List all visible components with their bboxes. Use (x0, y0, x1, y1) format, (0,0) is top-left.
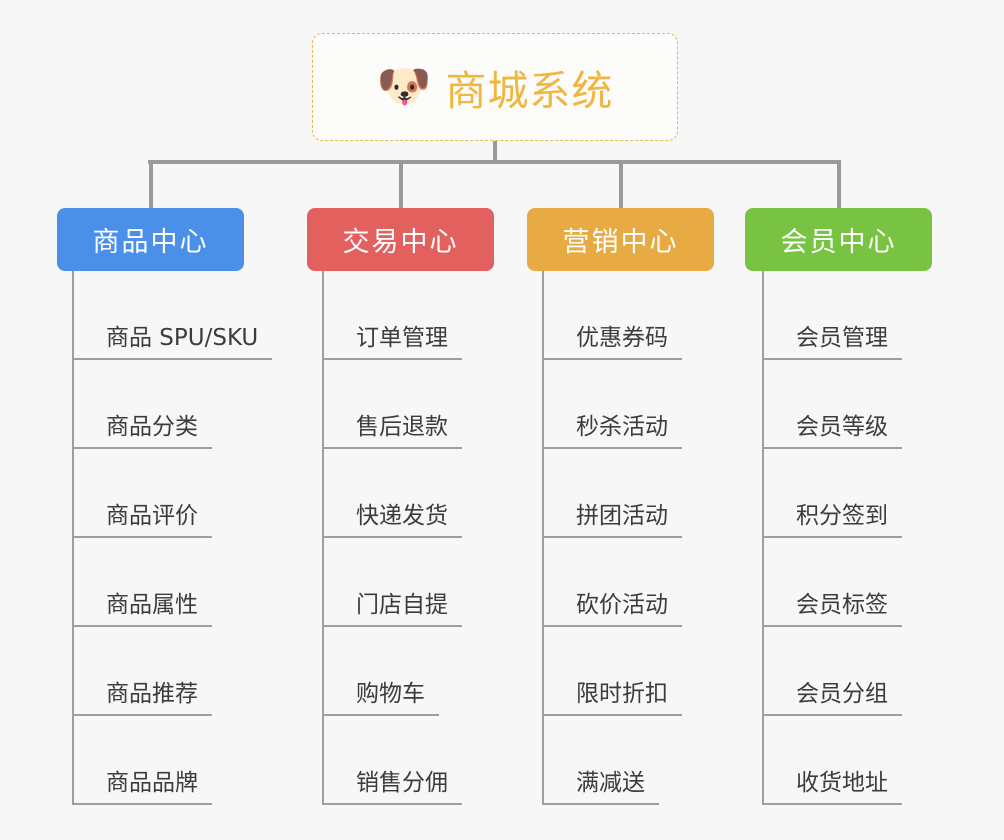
leaf-item[interactable]: 售后退款 (322, 360, 462, 449)
category-label: 商品中心 (92, 227, 209, 258)
category-label: 会员中心 (780, 227, 897, 258)
root-node[interactable]: 🐶 商城系统 (312, 33, 678, 141)
leaf-item[interactable]: 优惠券码 (542, 271, 682, 360)
horizontal-bus-connector (148, 160, 840, 164)
leaf-item[interactable]: 门店自提 (322, 538, 462, 627)
root-stem-connector (493, 141, 497, 163)
leaf-item[interactable]: 销售分佣 (322, 716, 462, 805)
leaf-item[interactable]: 快递发货 (322, 449, 462, 538)
shiba-dog-face-icon: 🐶 (376, 62, 432, 111)
leaf-item-label: 售后退款 (322, 407, 462, 449)
leaf-item[interactable]: 限时折扣 (542, 627, 682, 716)
leaf-trunk-line (322, 271, 324, 805)
branch-drop-connector-3 (618, 160, 623, 208)
leaf-item[interactable]: 满减送 (542, 716, 659, 805)
branch-drop-connector-4 (836, 160, 841, 208)
leaf-item-label: 满减送 (542, 763, 659, 805)
leaf-item[interactable]: 砍价活动 (542, 538, 682, 627)
leaf-trunk-line (762, 271, 764, 805)
leaf-item-label: 商品 SPU/SKU (72, 318, 273, 360)
category-box-2[interactable]: 交易中心 (307, 208, 494, 271)
leaf-item-label: 销售分佣 (322, 763, 462, 805)
category-box-3[interactable]: 营销中心 (527, 208, 714, 271)
leaf-item-label: 商品分类 (72, 407, 212, 449)
leaf-item[interactable]: 拼团活动 (542, 449, 682, 538)
leaf-item-label: 会员管理 (762, 318, 902, 360)
leaf-item-label: 商品评价 (72, 496, 212, 538)
leaf-item-label: 商品推荐 (72, 674, 212, 716)
leaf-item-label: 订单管理 (322, 318, 462, 360)
leaf-item[interactable]: 购物车 (322, 627, 439, 716)
leaf-item[interactable]: 商品品牌 (72, 716, 212, 805)
leaf-item[interactable]: 商品属性 (72, 538, 212, 627)
leaf-item-label: 商品属性 (72, 585, 212, 627)
leaf-item[interactable]: 商品 SPU/SKU (72, 271, 273, 360)
leaf-item[interactable]: 会员等级 (762, 360, 902, 449)
leaf-item[interactable]: 会员管理 (762, 271, 902, 360)
leaf-trunk-line (72, 271, 74, 805)
leaf-item-label: 会员等级 (762, 407, 902, 449)
leaf-item-label: 收货地址 (762, 763, 902, 805)
category-box-1[interactable]: 商品中心 (57, 208, 244, 271)
leaf-item-label: 购物车 (322, 674, 439, 716)
leaf-trunk-line (542, 271, 544, 805)
leaf-item-label: 优惠券码 (542, 318, 682, 360)
leaf-item-label: 积分签到 (762, 496, 902, 538)
leaf-item-label: 秒杀活动 (542, 407, 682, 449)
branch-drop-connector-2 (398, 160, 403, 208)
leaf-item[interactable]: 积分签到 (762, 449, 902, 538)
category-label: 营销中心 (562, 227, 679, 258)
leaf-item[interactable]: 商品评价 (72, 449, 212, 538)
leaf-item[interactable]: 收货地址 (762, 716, 902, 805)
leaf-item-label: 拼团活动 (542, 496, 682, 538)
leaf-item[interactable]: 会员标签 (762, 538, 902, 627)
leaf-item-label: 门店自提 (322, 585, 462, 627)
category-box-4[interactable]: 会员中心 (745, 208, 932, 271)
leaf-item-label: 砍价活动 (542, 585, 682, 627)
leaf-item-label: 会员分组 (762, 674, 902, 716)
category-label: 交易中心 (342, 227, 459, 258)
leaf-item[interactable]: 商品分类 (72, 360, 212, 449)
root-title: 商城系统 (445, 67, 614, 115)
leaf-item-label: 商品品牌 (72, 763, 212, 805)
leaf-item[interactable]: 会员分组 (762, 627, 902, 716)
leaf-item[interactable]: 商品推荐 (72, 627, 212, 716)
leaf-item[interactable]: 秒杀活动 (542, 360, 682, 449)
branch-drop-connector-1 (148, 160, 153, 208)
leaf-item-label: 会员标签 (762, 585, 902, 627)
leaf-item-label: 快递发货 (322, 496, 462, 538)
leaf-item[interactable]: 订单管理 (322, 271, 462, 360)
leaf-item-label: 限时折扣 (542, 674, 682, 716)
